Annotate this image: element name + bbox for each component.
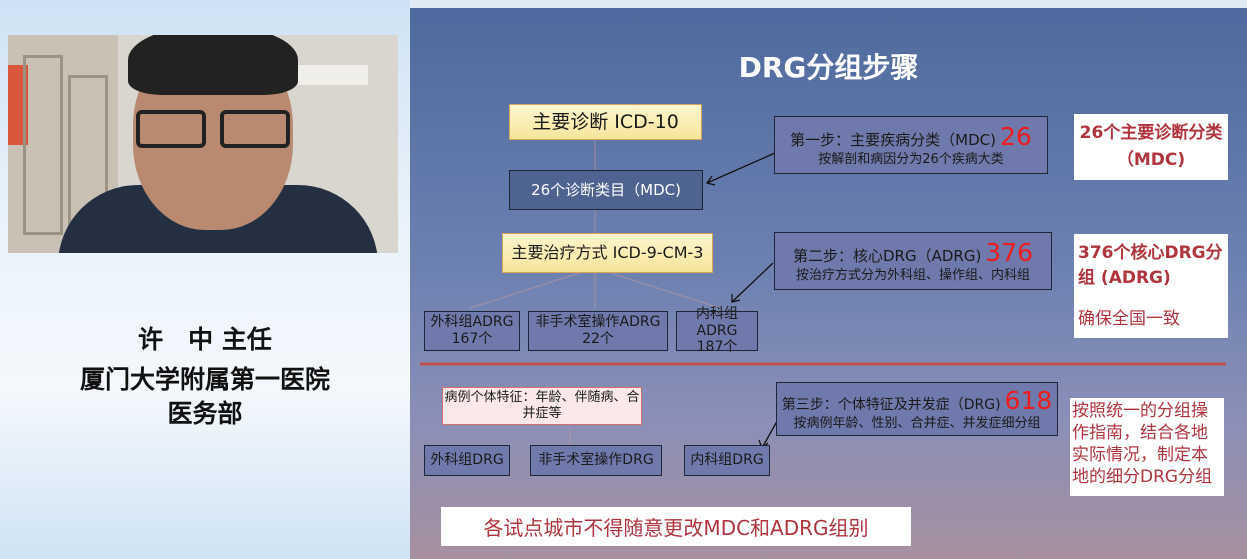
step-desc: 按病例年龄、性别、合并症、并发症细分组 xyxy=(793,416,1041,432)
person-hair xyxy=(128,35,298,95)
step-desc: 按治疗方式分为外科组、操作组、内科组 xyxy=(795,268,1030,284)
speaker-name: 许 中 主任 xyxy=(138,325,272,354)
webcam-video xyxy=(8,35,398,253)
note-adrg: 376个核心DRG分组 (ADRG) 确保全国一致 xyxy=(1074,234,1228,338)
step-number: 376 xyxy=(985,238,1034,268)
note-drg: 按照统一的分组操作指南，结合各地实际情况，制定本地的细分DRG分组 xyxy=(1070,398,1224,496)
footer-note: 各试点城市不得随意更改MDC和ADRG组别 xyxy=(441,507,911,546)
speaker-department: 医务部 xyxy=(167,399,243,428)
air-vent xyxy=(298,65,368,85)
step-title: 第三步：个体特征及并发症（DRG) xyxy=(781,397,1001,414)
adrg-label: 外科组ADRG xyxy=(430,314,514,331)
slide-title: DRG分组步骤 xyxy=(738,51,919,84)
drg-box-surgical: 外科组DRG xyxy=(424,445,510,476)
adrg-label: 内科组ADRG xyxy=(696,305,738,339)
speaker-hospital: 厦门大学附属第一医院 xyxy=(79,365,330,394)
mdc-box: 26个诊断类目（MDC) xyxy=(509,170,703,210)
step-3-box: 第三步：个体特征及并发症（DRG)618 按病例年龄、性别、合并症、并发症细分组 xyxy=(776,382,1058,436)
drg-box-procedure: 非手术室操作DRG xyxy=(530,445,662,476)
adrg-label: 非手术室操作ADRG xyxy=(535,314,661,331)
step-desc: 按解剖和病因分为26个疾病大类 xyxy=(818,152,1004,168)
step-number: 26 xyxy=(1000,122,1032,152)
note-mdc: 26个主要诊断分类（MDC) xyxy=(1074,114,1228,180)
adrg-count: 167个 xyxy=(451,331,493,347)
adrg-count: 187个 xyxy=(696,339,738,356)
connector-lines xyxy=(420,140,1226,450)
adrg-count: 22个 xyxy=(582,331,614,347)
presentation-slide: DRG分组步骤 主要诊断 ICD-10 26个诊断类目（MDC) 主要治疗方式 … xyxy=(410,8,1247,559)
step-2-box: 第二步：核心DRG（ADRG)376 按治疗方式分为外科组、操作组、内科组 xyxy=(774,232,1052,290)
glasses-right xyxy=(220,110,290,148)
main-treatment-box: 主要治疗方式 ICD-9-CM-3 xyxy=(502,233,713,273)
main-diagnosis-box: 主要诊断 ICD-10 xyxy=(509,104,702,140)
note-adrg-sub: 确保全国一致 xyxy=(1078,309,1180,329)
cabinet-door xyxy=(23,55,63,235)
step-title: 第二步：核心DRG（ADRG) xyxy=(792,247,982,266)
features-box: 病例个体特征：年龄、伴随病、合并症等 xyxy=(442,387,642,425)
note-adrg-text: 376个核心DRG分组 (ADRG) xyxy=(1078,243,1223,288)
step-number: 618 xyxy=(1004,386,1053,416)
speaker-panel: 许 中 主任 厦门大学附属第一医院 医务部 xyxy=(0,0,410,559)
step-title: 第一步：主要疾病分类（MDC) xyxy=(790,131,996,150)
drg-box-medical: 内科组DRG xyxy=(684,445,770,476)
glasses-left xyxy=(136,110,206,148)
step-1-box: 第一步：主要疾病分类（MDC)26 按解剖和病因分为26个疾病大类 xyxy=(774,116,1048,174)
